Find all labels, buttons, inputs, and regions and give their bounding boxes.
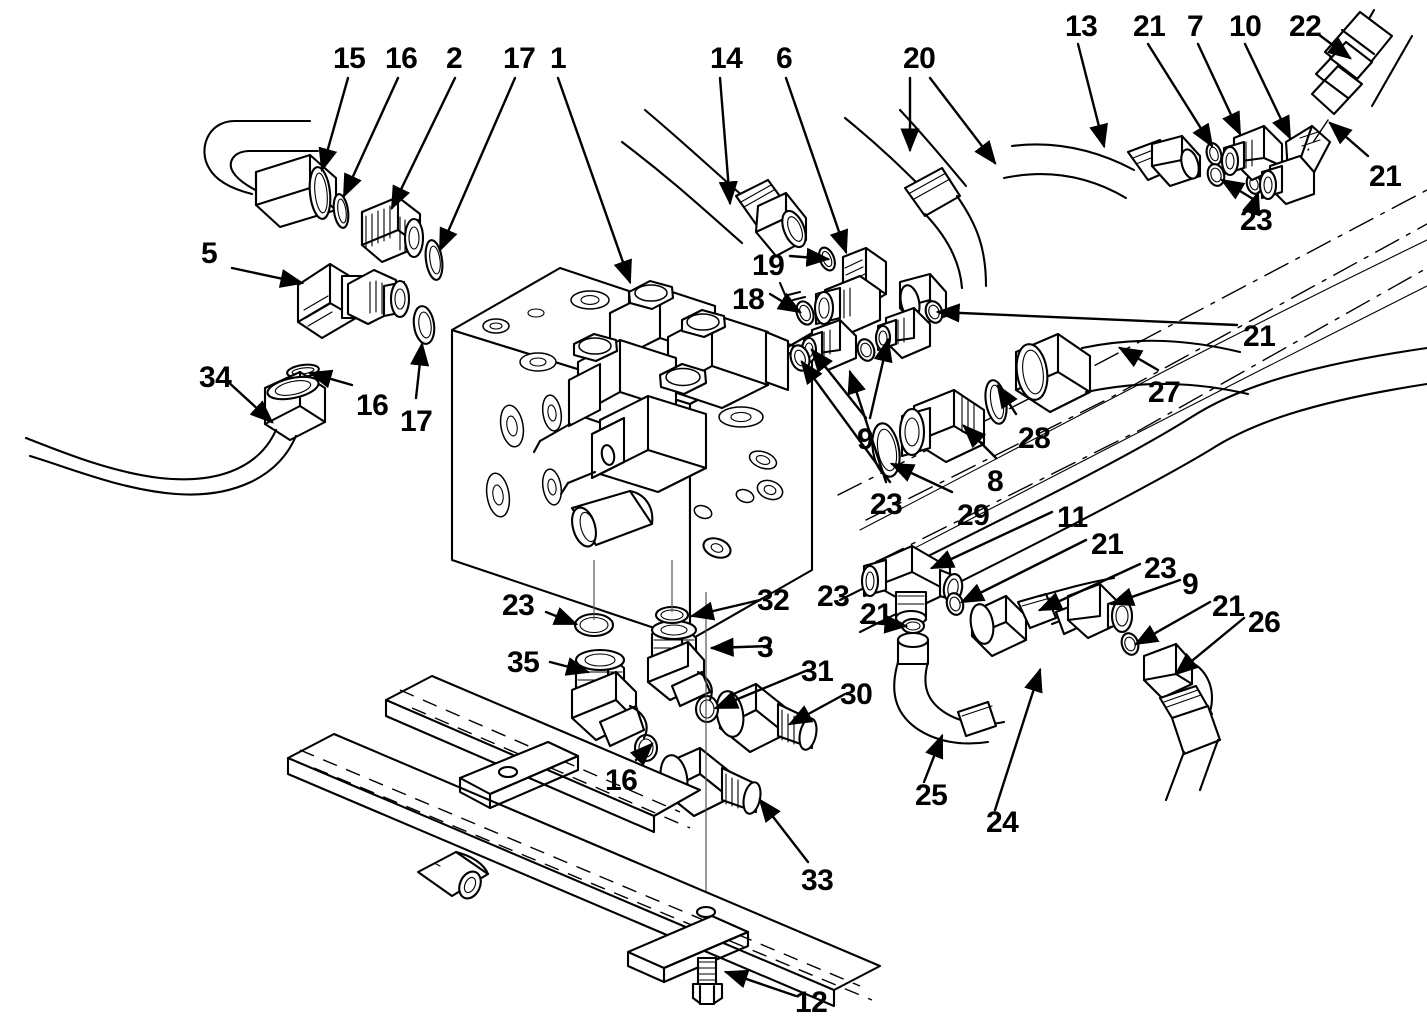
callout-19: 19 [752, 249, 785, 282]
callout-17-a: 17 [503, 42, 536, 75]
o-ring-23-tee [945, 592, 965, 616]
callout-25: 25 [915, 779, 948, 812]
callout-26: 26 [1248, 606, 1281, 639]
callout-5: 5 [201, 237, 218, 270]
callout-11: 11 [1057, 501, 1088, 534]
callout-21-e: 21 [1212, 590, 1245, 623]
elbow-fitting-10 [1258, 124, 1332, 206]
elbow-35 [570, 648, 648, 748]
callout-30: 30 [840, 678, 873, 711]
leader-lines [224, 32, 1370, 998]
fitting-9-right [874, 306, 932, 360]
callout-10: 10 [1229, 10, 1262, 43]
bolt-12 [691, 956, 724, 1006]
callout-8: 8 [987, 465, 1004, 498]
callout-22: 22 [1289, 10, 1322, 43]
tube-34 [24, 370, 327, 496]
elbow-fitting-5 [296, 262, 411, 340]
o-ring-31 [694, 694, 720, 724]
callout-18: 18 [732, 283, 765, 316]
callout-16-c: 16 [605, 764, 638, 797]
callout-21-f: 21 [860, 598, 893, 631]
washer-21-top [1205, 142, 1223, 166]
callout-23-d: 23 [502, 589, 535, 622]
callout-13: 13 [1065, 10, 1098, 43]
callout-27: 27 [1148, 376, 1181, 409]
callout-7: 7 [1187, 10, 1204, 43]
o-ring-16-upper [332, 193, 350, 229]
callout-17-b: 17 [400, 405, 433, 438]
callout-24: 24 [986, 806, 1019, 839]
o-ring-29 [871, 422, 901, 478]
long-hoses-right [837, 189, 1427, 634]
callout-23-b: 23 [870, 488, 903, 521]
hose-13 [1002, 134, 1202, 200]
callout-34: 34 [199, 361, 232, 394]
o-ring-32 [654, 605, 690, 625]
callout-33: 33 [801, 864, 834, 897]
callout-16-b: 16 [356, 389, 389, 422]
callout-16-a: 16 [385, 42, 418, 75]
hose-27-nut [1014, 332, 1250, 414]
callout-9-b: 9 [1182, 568, 1199, 601]
washer-23-mid-b [856, 338, 876, 362]
adapter-fitting-2 [360, 195, 425, 264]
callout-32: 32 [757, 584, 790, 617]
elbow-fitting-6 [813, 246, 888, 336]
callout-21-b: 21 [1369, 160, 1402, 193]
elbow-3 [646, 619, 713, 708]
frame-rails [286, 674, 882, 1008]
callout-15: 15 [333, 42, 366, 75]
callout-3: 3 [757, 631, 774, 664]
tube-25 [893, 631, 1006, 745]
hose-22 [1307, 8, 1414, 151]
hose-15-with-nut [203, 119, 338, 229]
o-ring-18 [795, 300, 815, 326]
callout-9-a: 9 [857, 423, 874, 456]
callout-1: 1 [550, 42, 567, 75]
callout-31: 31 [801, 655, 834, 688]
callout-20: 20 [903, 42, 936, 75]
callout-12: 12 [795, 986, 828, 1019]
elbow-26 [1142, 642, 1222, 802]
callout-29: 29 [957, 499, 990, 532]
connector-8 [898, 388, 986, 464]
callout-2: 2 [446, 42, 463, 75]
callout-23-a: 23 [1240, 204, 1273, 237]
callout-23-e: 23 [817, 580, 850, 613]
callout-35: 35 [507, 646, 540, 679]
callout-6: 6 [776, 42, 793, 75]
callout-21-a: 21 [1133, 10, 1166, 43]
o-ring-17-upper [424, 239, 444, 281]
valve-block-body [450, 266, 828, 642]
o-ring-17-lower [412, 305, 436, 345]
callout-23-c: 23 [1144, 552, 1177, 585]
o-ring-28 [984, 379, 1008, 425]
block-plug [570, 489, 654, 548]
callout-14: 14 [710, 42, 743, 75]
spacer-bushing [416, 850, 490, 900]
callout-21-c: 21 [1243, 320, 1276, 353]
valve-cartridge-stack [532, 279, 828, 496]
callout-21-d: 21 [1091, 528, 1124, 561]
hose-14 [620, 108, 808, 258]
callout-28: 28 [1018, 422, 1051, 455]
